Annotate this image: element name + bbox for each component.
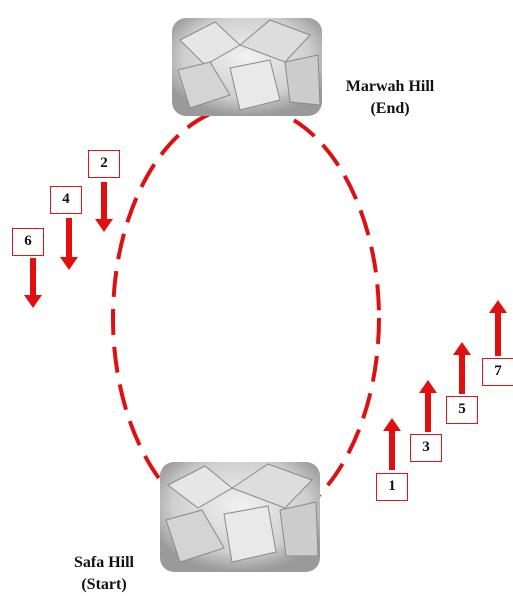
marwah-hill-role: (End) xyxy=(370,100,410,117)
safa-hill-rocks xyxy=(160,462,320,572)
step-box-7: 7 xyxy=(482,358,513,386)
step-arrow-5 xyxy=(453,342,471,394)
marwah-hill-name: Marwah Hill xyxy=(345,78,435,95)
safa-hill-label: Safa Hill (Start) xyxy=(44,552,164,596)
step-arrow-7 xyxy=(489,300,507,356)
step-box-5: 5 xyxy=(446,396,478,424)
step-arrow-3 xyxy=(419,380,437,432)
step-arrow-1 xyxy=(383,418,401,470)
step-arrow-4 xyxy=(60,218,78,270)
step-box-1: 1 xyxy=(376,473,408,501)
step-box-4: 4 xyxy=(50,186,82,214)
step-box-6: 6 xyxy=(12,228,44,256)
safa-hill-name: Safa Hill xyxy=(73,554,134,571)
marwah-hill-label: Marwah Hill (End) xyxy=(330,76,450,120)
step-arrows xyxy=(24,182,507,470)
step-box-2: 2 xyxy=(88,150,120,178)
safa-hill-role: (Start) xyxy=(81,576,127,593)
step-arrow-2 xyxy=(95,182,113,232)
step-box-3: 3 xyxy=(410,434,442,462)
step-arrow-6 xyxy=(24,258,42,308)
marwah-hill-rocks xyxy=(172,18,322,116)
